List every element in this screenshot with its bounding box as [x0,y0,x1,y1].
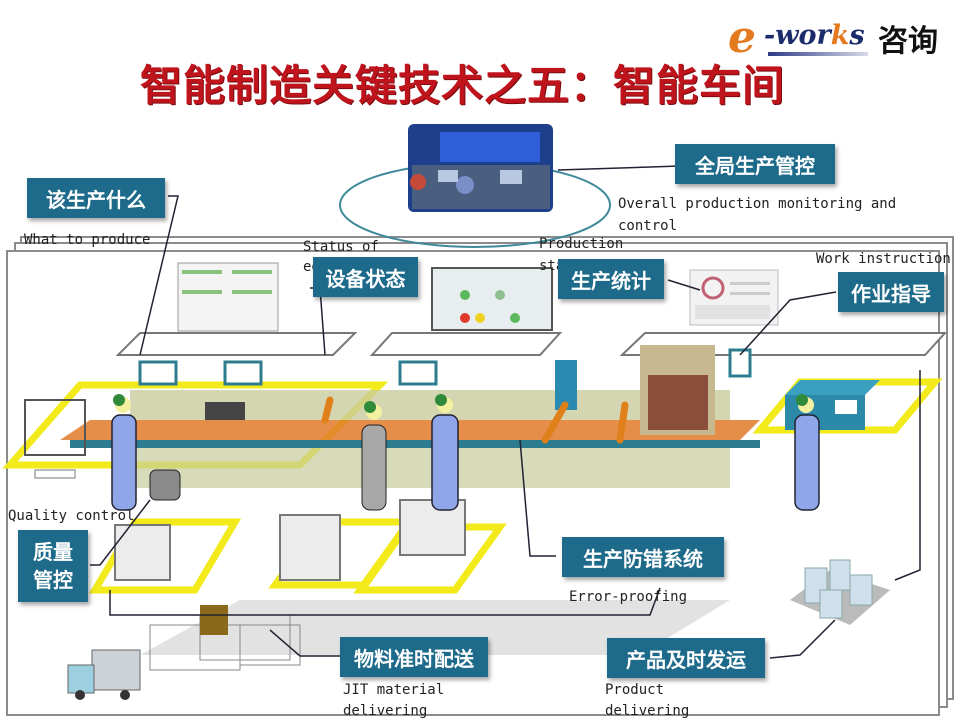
en-jit-delivery-line2: delivering [343,703,428,719]
label-quality-control-line2: 管控 [33,568,73,592]
logo-works-text: -works [764,20,865,51]
robot-arms [321,396,629,444]
small-table [34,469,76,479]
en-jit-delivery-line1: JIT material [343,682,445,698]
goods-pallet [200,605,228,635]
label-work-instruction: 作业指导 [838,272,944,312]
production-statistic-screen [689,269,779,326]
workers [111,394,820,511]
inspection-box [205,402,245,420]
label-quality-control: 质量 管控 [18,530,88,602]
label-jit-delivery: 物料准时配送 [340,637,488,677]
delivery-truck [67,649,141,700]
en-work-instruction: Work instruction [816,251,951,267]
label-product-delivery: 产品及时发运 [607,638,765,678]
warehouse-floor [140,600,730,655]
logo-e-glyph: e [728,12,756,63]
logo-cn-text: 咨询 [878,24,938,59]
what-to-produce-screen [177,262,279,332]
logo-works-prefix: -wor [764,20,831,51]
label-production-statistic: 生产统计 [558,259,664,299]
en-product-delivery-line2: delivering [605,703,690,719]
material-cage [24,399,86,456]
label-error-proofing: 生产防错系统 [562,537,724,577]
control-room-photo [408,124,553,212]
material-carts [114,499,466,581]
callout-connectors [90,165,921,659]
logo-works-suffix: s [849,20,865,51]
label-quality-control-line1: 质量 [33,540,73,564]
overhead-rails [115,332,948,356]
equipment-status-screen [431,267,553,331]
city-buildings [790,559,890,625]
logo-works-k: k [830,20,850,51]
control-cabinet [555,360,577,410]
page-title: 智能制造关键技术之五：智能车间 [140,61,786,110]
en-overall-control-line1: Overall production monitoring and [618,196,897,212]
en-what-to-produce: What to produce [24,232,151,248]
eworks-logo: e -works 咨询 [728,12,953,63]
en-quality-control: Quality control [8,508,135,524]
en-overall-control-line2: control [618,218,678,234]
en-production-statistic-line1: Production [539,236,624,252]
rail-monitors [138,348,752,386]
label-overall-control: 全局生产管控 [675,144,835,184]
label-what-to-produce: 该生产什么 [27,178,165,218]
en-error-proofing: Error-proofing [569,589,688,605]
label-equipment-status: 设备状态 [313,257,418,297]
logo-underline [768,52,868,56]
en-product-delivery-line1: Product [605,682,665,698]
en-equipment-status-line1: Status of [303,239,379,255]
